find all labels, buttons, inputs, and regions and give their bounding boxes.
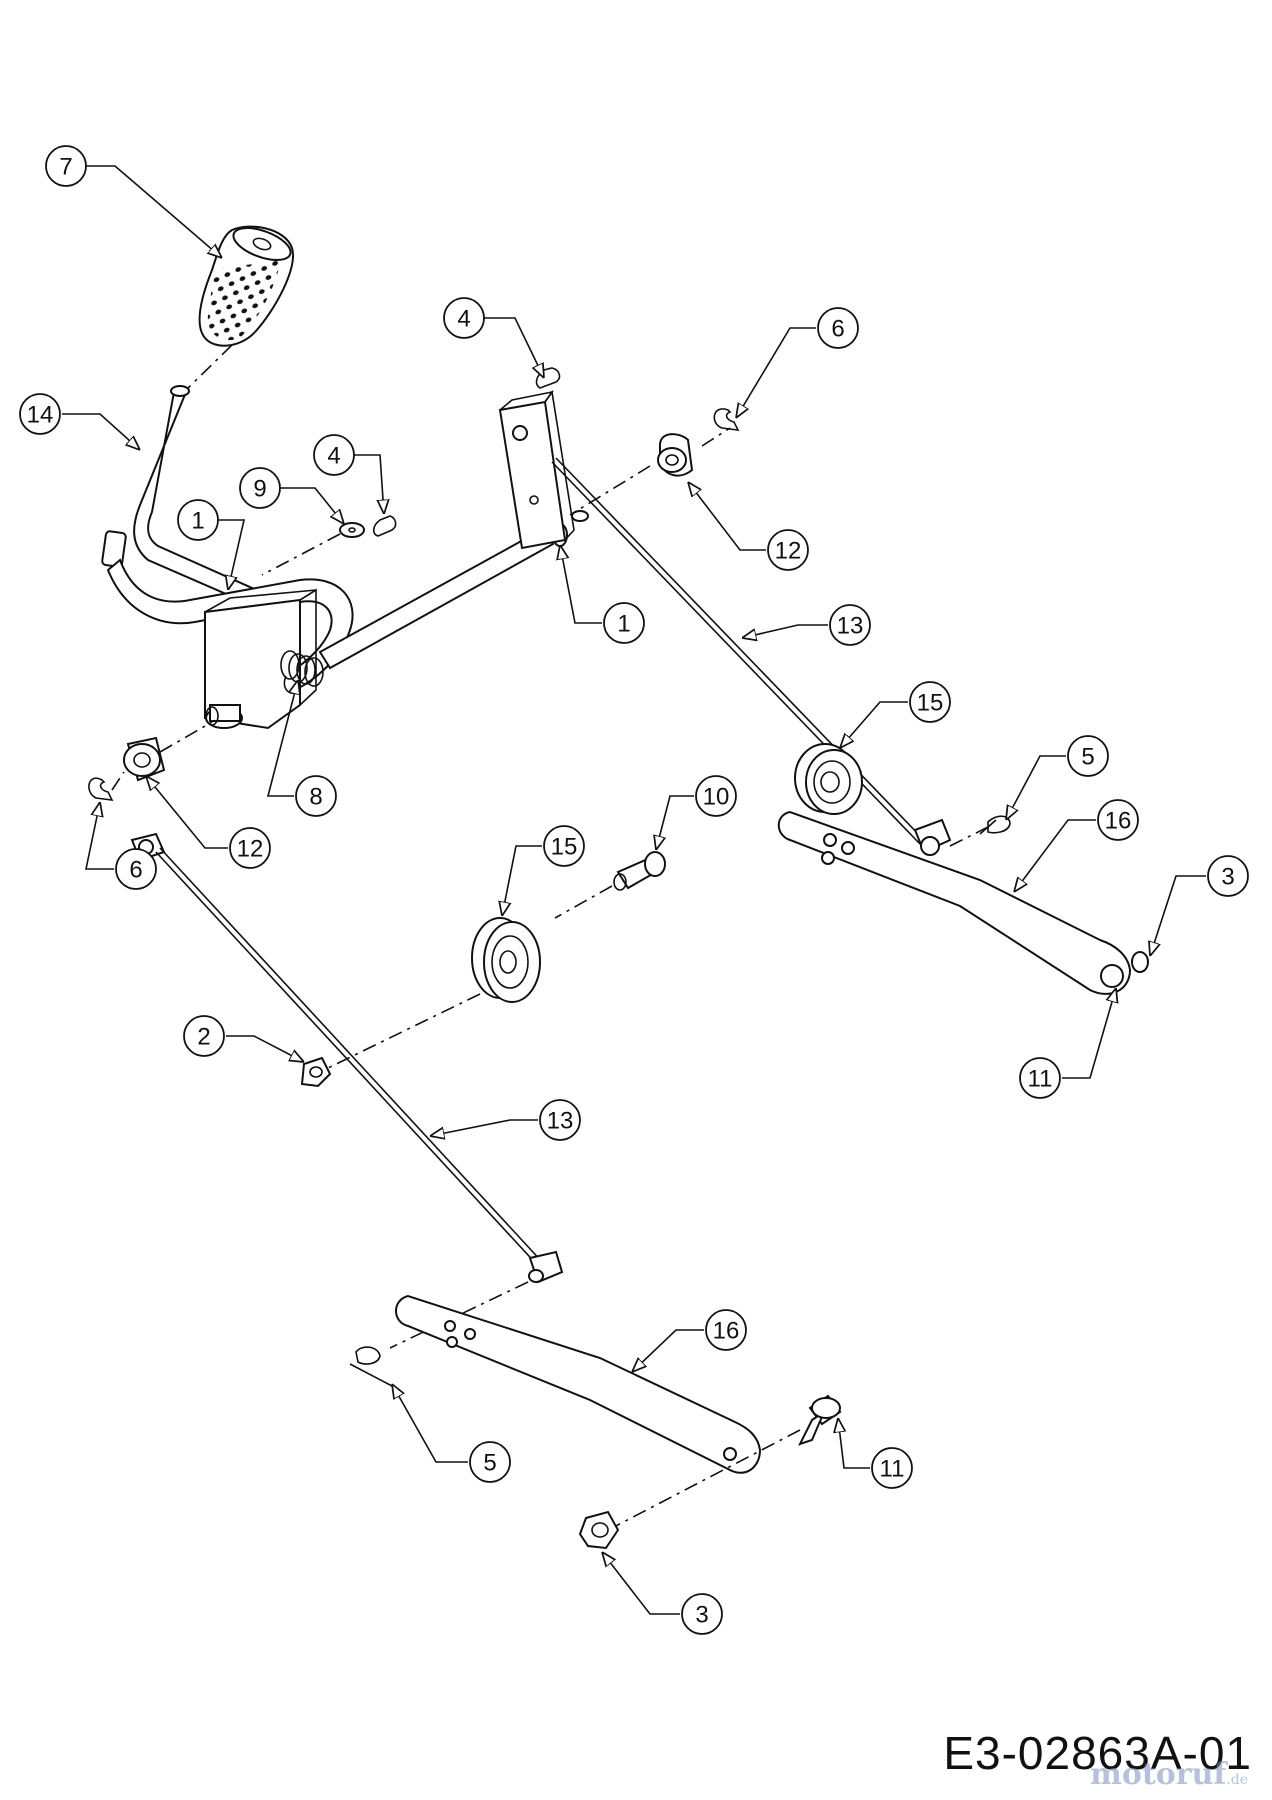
svg-text:13: 13 — [837, 613, 864, 640]
svg-text:1: 1 — [617, 611, 630, 638]
callout-13-lower: 13 — [539, 1099, 581, 1141]
axis-line — [185, 344, 233, 391]
link-rod-upper — [551, 457, 952, 856]
callout-5-lower: 5 — [469, 1441, 511, 1483]
svg-text:9: 9 — [253, 476, 266, 503]
svg-text:4: 4 — [327, 443, 340, 470]
callout-6-top: 6 — [817, 307, 859, 349]
watermark-text: motoruf — [1090, 1757, 1227, 1792]
lever-bracket-left — [204, 588, 317, 730]
washer — [339, 522, 365, 538]
callout-9: 9 — [239, 467, 281, 509]
svg-text:1: 1 — [191, 508, 204, 535]
callout-3-lower: 3 — [681, 1593, 723, 1635]
svg-text:5: 5 — [1081, 744, 1094, 771]
svg-text:3: 3 — [695, 1602, 708, 1629]
callout-13-upper: 13 — [829, 604, 871, 646]
bushing-bottom — [123, 736, 166, 782]
svg-text:6: 6 — [831, 316, 844, 343]
shoulder-bolt-10 — [613, 851, 666, 891]
callout-14: 14 — [19, 393, 61, 435]
callout-3-upper: 3 — [1207, 855, 1249, 897]
svg-text:6: 6 — [129, 857, 142, 884]
svg-text:2: 2 — [197, 1024, 210, 1051]
callout-11-lower: 11 — [871, 1447, 913, 1489]
callout-7: 7 — [45, 145, 87, 187]
callout-12-bottom: 12 — [229, 827, 271, 869]
e-clip-bottom — [88, 777, 114, 801]
svg-text:5: 5 — [483, 1450, 496, 1477]
callout-16-lower: 16 — [705, 1309, 747, 1351]
svg-text:16: 16 — [713, 1318, 740, 1345]
clip-pin-lower — [349, 1346, 393, 1387]
svg-text:13: 13 — [547, 1108, 574, 1135]
callout-16-upper: 16 — [1097, 799, 1139, 841]
callout-1-right: 1 — [603, 602, 645, 644]
callout-4-top: 4 — [443, 297, 485, 339]
svg-text:4: 4 — [457, 306, 470, 333]
svg-text:10: 10 — [703, 784, 730, 811]
svg-text:7: 7 — [59, 154, 72, 181]
callout-11-upper: 11 — [1019, 1057, 1061, 1099]
callout-4-mid: 4 — [313, 434, 355, 476]
callout-8: 8 — [295, 775, 337, 817]
svg-text:12: 12 — [237, 836, 264, 863]
grip-handle — [198, 225, 294, 347]
link-arm-upper — [777, 810, 1149, 995]
svg-text:11: 11 — [880, 1456, 905, 1483]
leader-lines — [62, 165, 1206, 1615]
callout-15-upper: 15 — [909, 681, 951, 723]
svg-text:15: 15 — [917, 690, 944, 717]
callout-6-bottom: 6 — [115, 848, 157, 890]
flange-nut-2 — [300, 1056, 332, 1088]
svg-text:3: 3 — [1221, 864, 1234, 891]
clip-pin-upper — [979, 815, 1011, 835]
watermark-logo: motoruf.de — [1090, 1757, 1248, 1792]
svg-text:15: 15 — [551, 834, 578, 861]
flange-nut-3-lower — [578, 1510, 620, 1550]
link-arm-lower — [395, 1294, 762, 1474]
link-rod-lower — [130, 832, 564, 1284]
drawing-code: E3-02863A-01 — [943, 1727, 1252, 1779]
pulley-upper — [794, 743, 863, 815]
callout-2: 2 — [183, 1015, 225, 1057]
watermark-tld: .de — [1226, 1772, 1248, 1788]
bushing-top — [657, 433, 694, 477]
shoulder-bolt-11-lower — [798, 1394, 842, 1446]
svg-text:12: 12 — [775, 538, 802, 565]
callout-5-upper: 5 — [1067, 735, 1109, 777]
callout-1-left: 1 — [177, 499, 219, 541]
svg-text:8: 8 — [309, 784, 322, 811]
lever-bracket-right — [498, 389, 589, 550]
svg-text:16: 16 — [1105, 808, 1132, 835]
e-clip-top — [713, 408, 740, 431]
callout-12-top: 12 — [767, 529, 809, 571]
svg-text:14: 14 — [27, 402, 54, 429]
callout-10: 10 — [695, 775, 737, 817]
hairpin-mid — [372, 515, 397, 537]
svg-text:11: 11 — [1028, 1066, 1053, 1093]
pulley-lower — [471, 917, 541, 1003]
callout-15-lower: 15 — [543, 825, 585, 867]
